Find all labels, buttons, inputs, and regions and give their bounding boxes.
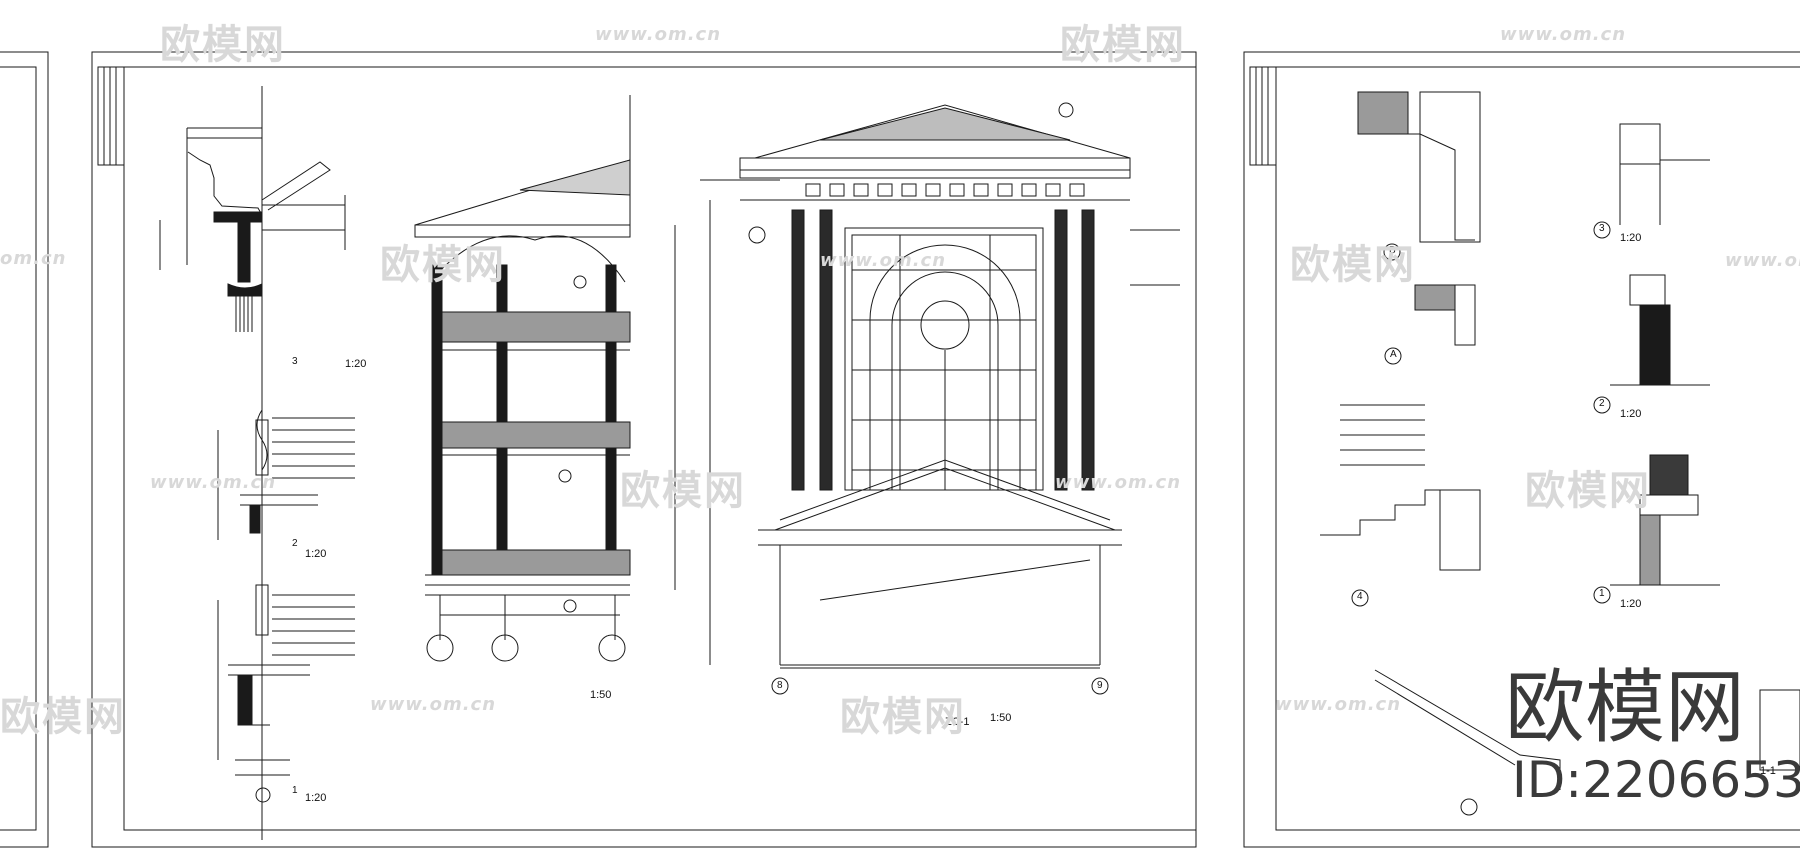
right-scale-3: 1:20 bbox=[1620, 232, 1642, 244]
right-sheet-details bbox=[1320, 91, 1800, 816]
detail-2-scale: 1:20 bbox=[305, 548, 327, 560]
right-detail-label-3: 3 bbox=[1599, 223, 1605, 234]
right-detail-label-B: B bbox=[1389, 245, 1396, 256]
right-detail-label-2: 2 bbox=[1599, 398, 1605, 409]
detail-label-1: 1 bbox=[292, 785, 298, 796]
grid-axis-9: 9 bbox=[1097, 680, 1103, 691]
detail-3-scale: 1:20 bbox=[345, 358, 367, 370]
right-detail-label-4: 4 bbox=[1357, 591, 1363, 602]
detail-label-2: 2 bbox=[292, 538, 298, 549]
right-detail-label-A: A bbox=[1390, 349, 1397, 360]
detail-3-cornice bbox=[159, 86, 346, 840]
portico-elevation-code: ZC-1 bbox=[945, 716, 970, 728]
right-section-label: 1-1 bbox=[1760, 765, 1776, 777]
detail-label-3: 3 bbox=[292, 356, 298, 367]
detail-2-number: 2 bbox=[292, 538, 298, 549]
right-scale-1: 1:20 bbox=[1620, 598, 1642, 610]
detail-2-parapet bbox=[217, 409, 355, 540]
brand-overlay-name: 欧模网 bbox=[1505, 661, 1745, 754]
portico-elevation-scale: 1:50 bbox=[990, 712, 1012, 724]
sheet-center-frame bbox=[91, 51, 1197, 848]
balcony-elevation-scale: 1:50 bbox=[590, 689, 612, 701]
brand-overlay-id: ID:2206653 bbox=[1512, 751, 1800, 809]
sheet-right-frame bbox=[1243, 51, 1800, 848]
right-scale-2: 1:20 bbox=[1620, 408, 1642, 420]
detail-1-base bbox=[217, 584, 355, 803]
balcony-elevation bbox=[414, 95, 676, 662]
detail-1-scale: 1:20 bbox=[305, 792, 327, 804]
detail-3-number: 3 bbox=[292, 356, 298, 367]
portico-elevation bbox=[700, 102, 1180, 695]
sheet-left-partial bbox=[0, 51, 49, 848]
grid-axis-8: 8 bbox=[777, 680, 783, 691]
right-detail-label-1: 1 bbox=[1599, 588, 1605, 599]
detail-1-number: 1 bbox=[292, 785, 298, 796]
